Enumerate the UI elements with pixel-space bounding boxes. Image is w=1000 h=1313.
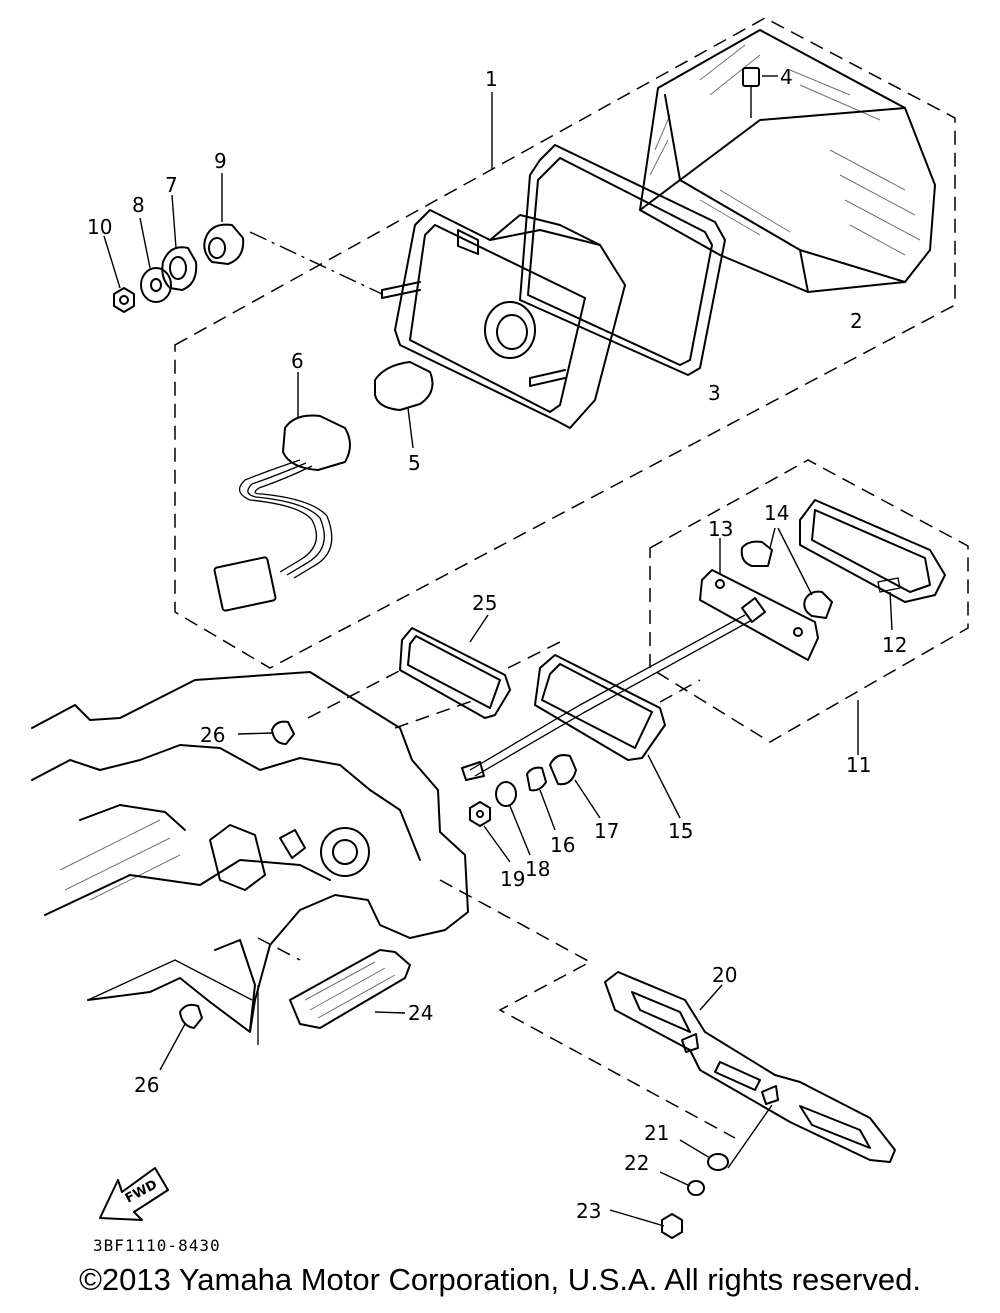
- nut-26-upper: [237, 720, 295, 745]
- callout-3: 3: [708, 381, 721, 405]
- reflector-25: [399, 614, 511, 719]
- drawing-code: 3BF1110-8430: [93, 1236, 221, 1255]
- socket-cord-6: [213, 372, 351, 612]
- tail-lamp-lens: [639, 29, 936, 293]
- washer-21: [679, 1139, 729, 1171]
- bracket-20: [604, 971, 896, 1163]
- callout-14: 14: [764, 501, 789, 525]
- screw-4: [742, 67, 778, 118]
- callout-19: 19: [500, 867, 525, 891]
- assembly-1-boundary: [174, 17, 956, 669]
- callout-26-upper: 26: [200, 723, 225, 747]
- callout-10: 10: [87, 215, 112, 239]
- bulb-14: [740, 527, 833, 619]
- bulb-5: [374, 361, 434, 449]
- callout-25: 25: [472, 591, 497, 615]
- fender-dash-link: [257, 937, 301, 961]
- copyright-notice: ©2013 Yamaha Motor Corporation, U.S.A. A…: [79, 1262, 921, 1297]
- damper-16: [526, 766, 556, 831]
- damper-7: [161, 194, 198, 291]
- callout-20: 20: [712, 963, 737, 987]
- bracket-20-centerline: [727, 1104, 773, 1169]
- callout-11: 11: [846, 753, 871, 777]
- fwd-arrow-icon: FWD: [99, 1167, 169, 1221]
- callout-22: 22: [624, 1151, 649, 1175]
- washer-18: [495, 781, 531, 856]
- grommet-9: [203, 173, 245, 265]
- collar-17: [549, 754, 601, 819]
- grommet-centerline: [249, 231, 383, 295]
- bracket-15: [534, 654, 681, 819]
- callout-12: 12: [882, 633, 907, 657]
- callout-18: 18: [525, 857, 550, 881]
- reflector-dash-link-2: [394, 699, 476, 729]
- nut-26-lower: [159, 1003, 203, 1071]
- fwd-label: FWD: [123, 1177, 160, 1206]
- callout-8: 8: [132, 193, 145, 217]
- gasket-3: [519, 144, 726, 376]
- callout-1: 1: [485, 67, 498, 91]
- license-lamp-cord: [469, 614, 753, 777]
- nut-19: [469, 801, 511, 863]
- callout-21: 21: [644, 1121, 669, 1145]
- assembly-11-dash-link: [507, 641, 561, 669]
- callout-5: 5: [408, 451, 421, 475]
- rear-fender: [31, 671, 469, 1033]
- callout-6: 6: [291, 349, 304, 373]
- callout-13: 13: [708, 517, 733, 541]
- lamp-housing: [381, 209, 626, 429]
- reflector-dash-link: [307, 667, 406, 719]
- washer-22: [659, 1171, 705, 1196]
- callout-24: 24: [408, 1001, 433, 1025]
- assembly-11-dash-link-2: [659, 679, 701, 703]
- nut-10: [103, 235, 135, 313]
- callout-9: 9: [214, 149, 227, 173]
- washer-8: [139, 217, 172, 303]
- fender-dash-link-3: [439, 879, 736, 1139]
- callout-7: 7: [165, 173, 178, 197]
- bracket-13: [699, 538, 819, 661]
- assembly-11-boundary: [649, 459, 969, 743]
- cord-terminal: [461, 761, 485, 781]
- reflector-24: [289, 949, 411, 1029]
- callout-16: 16: [550, 833, 575, 857]
- fender-boundary: [87, 959, 259, 1045]
- callout-15: 15: [668, 819, 693, 843]
- nut-23: [609, 1209, 683, 1239]
- callout-17: 17: [594, 819, 619, 843]
- callout-23: 23: [576, 1199, 601, 1223]
- callout-26-lower: 26: [134, 1073, 159, 1097]
- callout-4: 4: [780, 65, 793, 89]
- callout-2: 2: [850, 309, 863, 333]
- license-lamp-lens-12: [799, 499, 946, 631]
